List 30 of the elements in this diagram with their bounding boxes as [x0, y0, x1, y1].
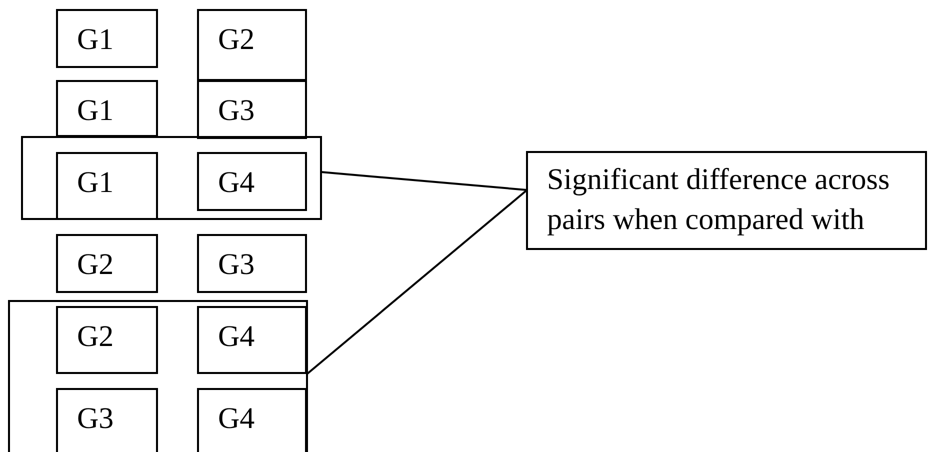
group-box [197, 306, 307, 374]
group-label: G2 [218, 22, 255, 58]
group-label: G3 [218, 93, 255, 129]
group-box [56, 9, 158, 68]
group-label: G3 [77, 401, 114, 437]
leader-line [320, 171, 528, 191]
group-frame [21, 136, 322, 220]
callout-box [526, 151, 927, 250]
group-box [56, 234, 158, 293]
group-box [197, 152, 307, 211]
group-box [56, 152, 158, 220]
group-box [56, 306, 158, 374]
group-label: G4 [218, 165, 255, 201]
callout-text: Significant difference across pairs when compared with [547, 162, 891, 238]
group-label: G4 [218, 401, 255, 437]
group-frame [8, 300, 308, 452]
leader-line [306, 189, 528, 375]
group-box [197, 234, 307, 293]
group-box [56, 388, 158, 452]
group-box [197, 80, 307, 139]
group-label: G2 [77, 319, 114, 355]
group-label: G1 [77, 22, 114, 58]
group-label: G4 [218, 319, 255, 355]
group-box [197, 388, 307, 452]
group-box [56, 80, 158, 137]
group-label: G2 [77, 247, 114, 283]
group-box [197, 9, 307, 81]
group-label: G3 [218, 247, 255, 283]
group-label: G1 [77, 165, 114, 201]
group-label: G1 [77, 93, 114, 129]
